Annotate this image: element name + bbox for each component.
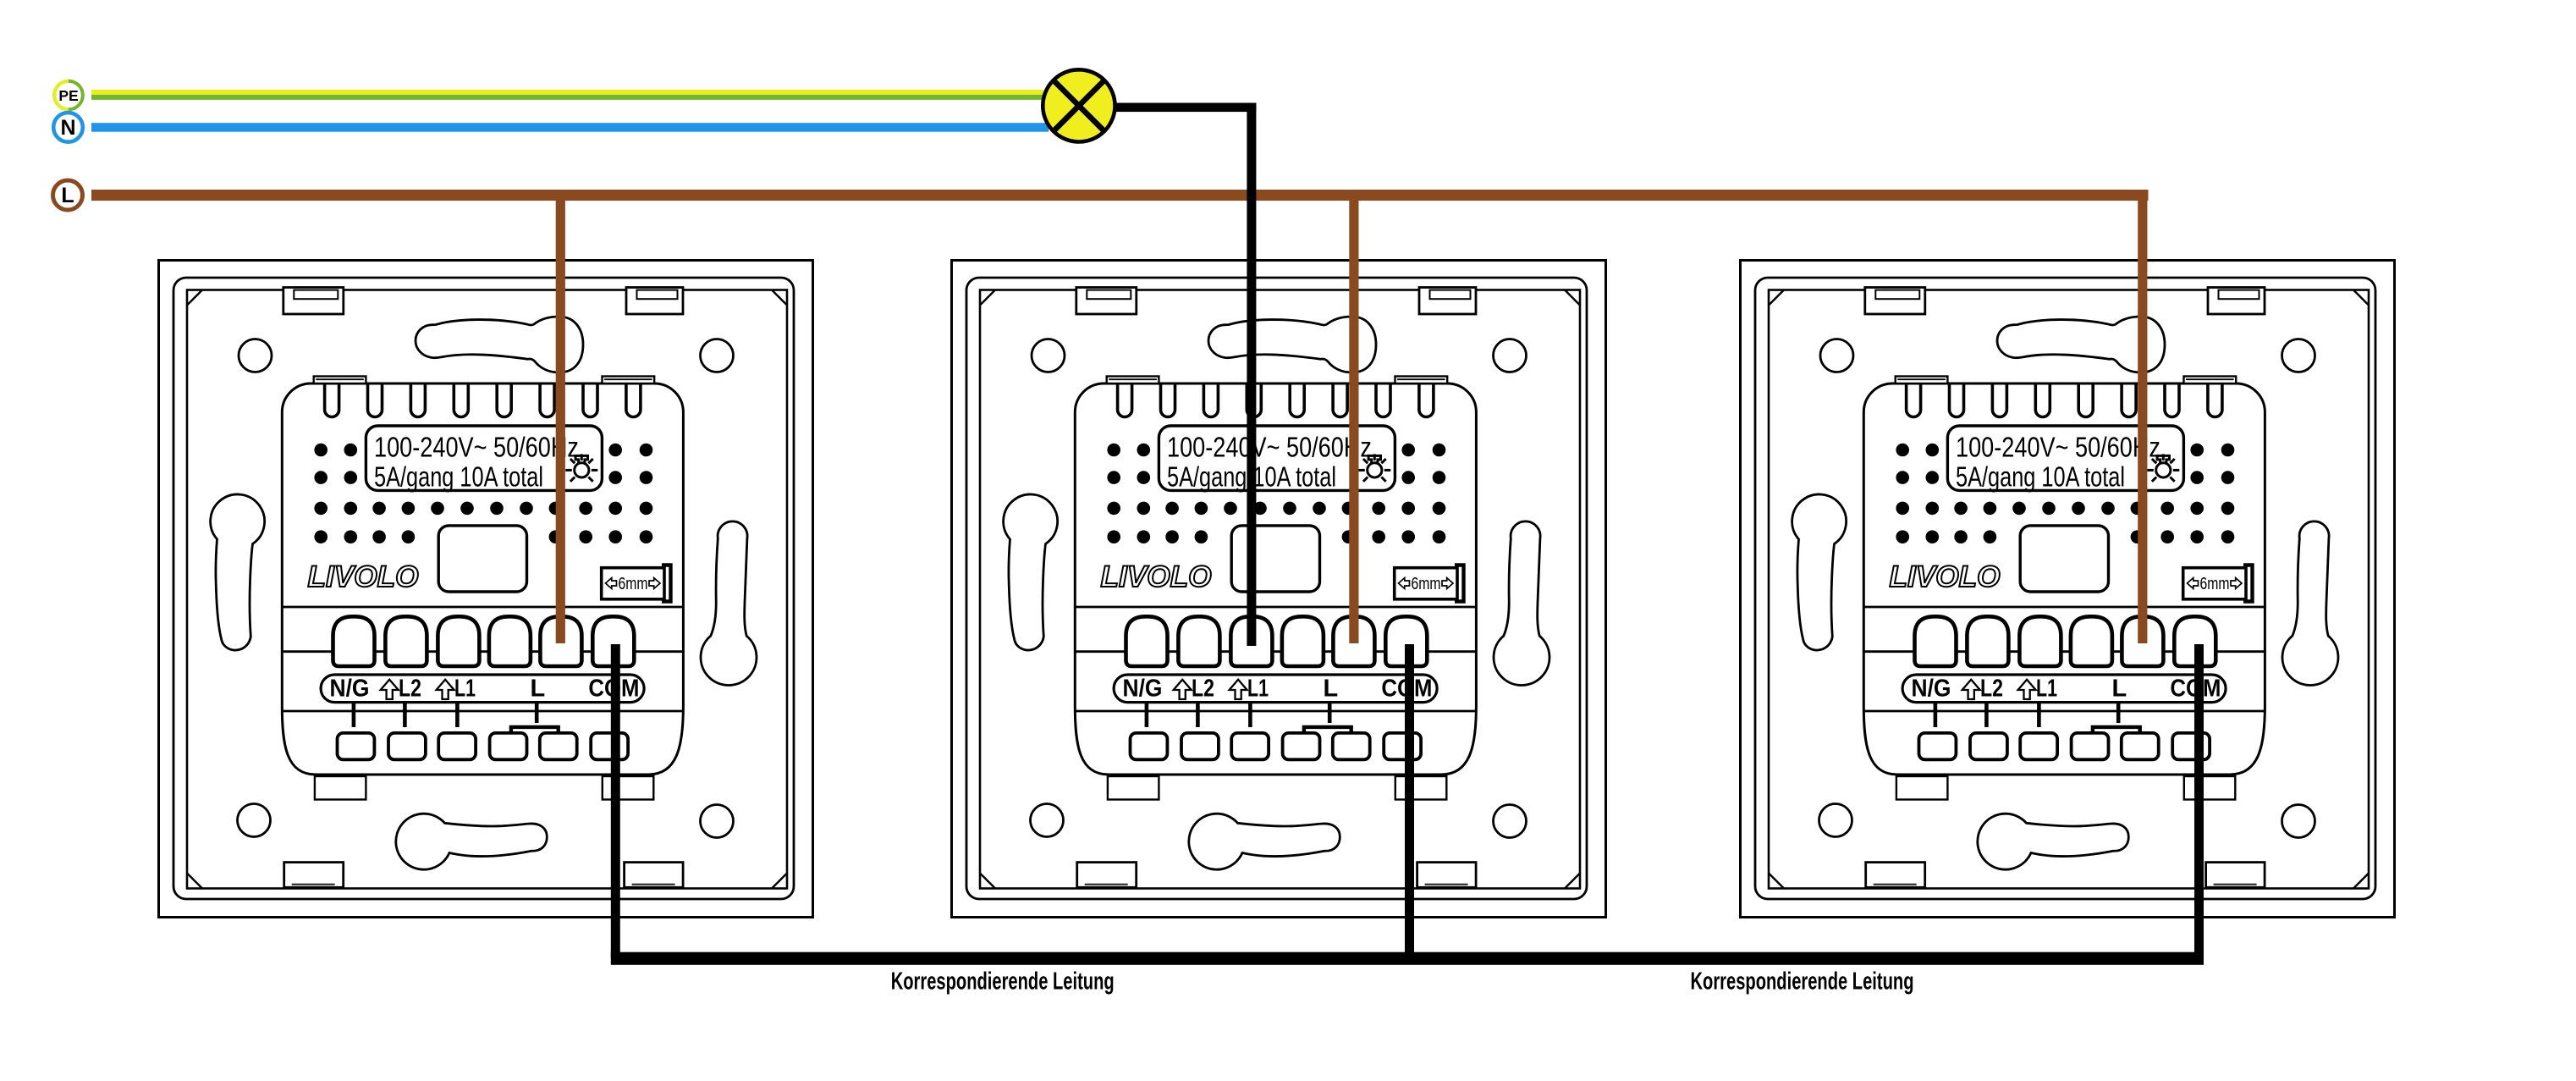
svg-text:Korrespondierende Leitung: Korrespondierende Leitung bbox=[1691, 968, 1914, 996]
svg-text:L: L bbox=[61, 184, 74, 207]
svg-text:N: N bbox=[60, 116, 75, 140]
svg-text:PE: PE bbox=[58, 87, 78, 104]
svg-text:Korrespondierende Leitung: Korrespondierende Leitung bbox=[891, 968, 1115, 996]
